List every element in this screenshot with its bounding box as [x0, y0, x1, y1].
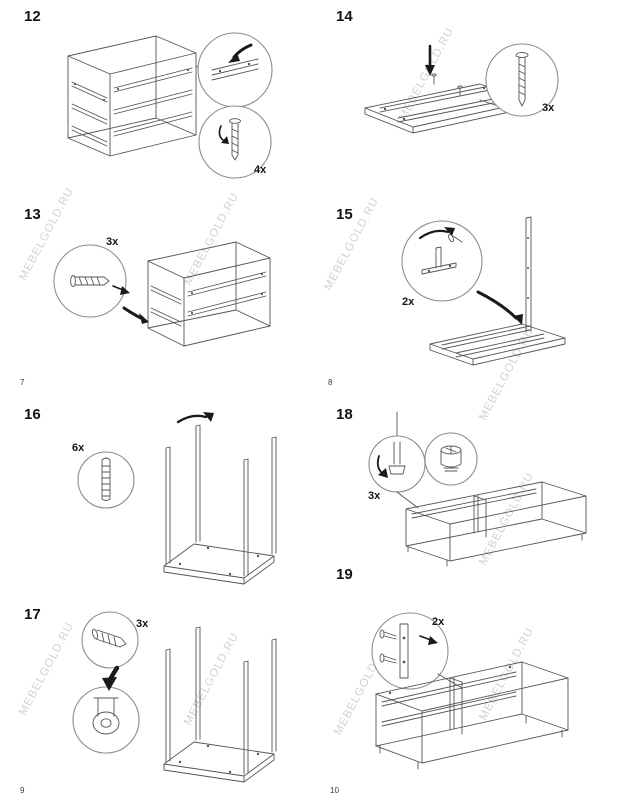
magnifier-bracket-detail [401, 220, 483, 302]
arrowhead-icon [139, 313, 149, 324]
arrowhead-icon [228, 53, 240, 63]
rail-profile-icon [211, 58, 259, 81]
arrowhead-icon [513, 314, 523, 325]
front-legs-drawing [165, 648, 260, 775]
step-number: 13 [24, 206, 41, 223]
back-legs-drawing [195, 626, 277, 753]
step-18-illustration [368, 411, 587, 567]
magnifier-screw-detail [198, 105, 272, 179]
arrowhead-icon [378, 468, 388, 478]
bolt-icon [70, 275, 110, 287]
page-number: 8 [328, 378, 333, 387]
caster-icon [92, 697, 120, 735]
step-number: 12 [24, 8, 41, 25]
magnifier-screw-detail [81, 611, 139, 669]
arrowhead-icon [425, 65, 435, 76]
arrowhead-icon [428, 636, 438, 645]
magnifier-caster-detail [72, 686, 140, 754]
panel-drawing [429, 323, 566, 366]
step-12-illustration [67, 32, 273, 179]
step-14-illustration [364, 43, 559, 134]
arrow-icon [122, 306, 145, 321]
arrowhead-icon [444, 227, 455, 236]
arrowhead-icon [102, 677, 117, 691]
screw-icon [229, 118, 241, 161]
arrowhead-icon [221, 136, 229, 144]
quantity-label: 3x [106, 236, 119, 248]
quantity-label: 2x [432, 616, 445, 628]
step-number: 19 [336, 566, 353, 583]
step-number: 18 [336, 406, 353, 423]
step-number: 14 [336, 8, 353, 25]
open-frame-drawing [147, 241, 271, 347]
magnifier-rail-detail [197, 32, 273, 108]
step-13: 13 3x [18, 206, 303, 384]
screw-icon [91, 628, 127, 648]
quantity-label: 3x [368, 490, 381, 502]
cabinet-drawing [375, 661, 569, 770]
cabinet-drawing [405, 481, 587, 567]
arrow-icon [418, 229, 450, 240]
arrowhead-icon [203, 412, 214, 422]
arrowhead-icon [120, 286, 130, 295]
cabinet-frame-drawing [67, 35, 197, 157]
leader-line [396, 491, 419, 509]
base-panel-drawing [163, 741, 275, 783]
page-number: 10 [330, 786, 339, 795]
quantity-label: 3x [542, 102, 555, 114]
step-16-illustration [77, 412, 277, 585]
quantity-label: 3x [136, 618, 149, 630]
quantity-label: 6x [72, 442, 85, 454]
step-18: 18 [330, 406, 615, 571]
base-panel-drawing [163, 543, 275, 585]
rotation-arrow-icon [218, 125, 224, 141]
arrow-icon [419, 635, 432, 641]
step-19: 19 2x [330, 566, 615, 791]
post-drawing [525, 216, 532, 333]
step-13-illustration [53, 241, 271, 347]
step-15: 15 2x [330, 206, 615, 386]
screw-icon [515, 52, 529, 107]
cam-foot-icon [440, 445, 462, 472]
quantity-label: 4x [254, 164, 267, 176]
dowel-icon [101, 457, 111, 501]
page-number: 9 [20, 786, 25, 795]
magnifier-screw-detail [371, 612, 449, 690]
step-number: 15 [336, 206, 353, 223]
panel-edge-screws-icon [379, 623, 409, 679]
step-14: 14 3x [330, 8, 615, 200]
step-19-illustration [371, 612, 569, 770]
back-legs-drawing [195, 424, 277, 555]
quantity-label: 2x [402, 296, 415, 308]
step-number: 16 [24, 406, 41, 423]
step-16: 16 6x [18, 406, 303, 601]
arrow-icon [176, 414, 208, 424]
magnifier-dowel-detail [77, 451, 135, 509]
step-number: 17 [24, 606, 41, 623]
step-17: 17 [18, 606, 303, 796]
arrow-icon [476, 290, 518, 320]
arrow-icon [108, 665, 120, 681]
bracket-icon [421, 233, 463, 275]
foot-icon [388, 441, 406, 475]
step-17-illustration [72, 611, 277, 783]
front-legs-drawing [165, 446, 249, 577]
page-number: 7 [20, 378, 25, 387]
magnifier-screw-detail [53, 244, 127, 318]
step-12: 12 [18, 8, 303, 200]
magnifier-cam-detail [424, 432, 478, 486]
leader-line [479, 99, 499, 107]
step-15-illustration [401, 216, 566, 366]
